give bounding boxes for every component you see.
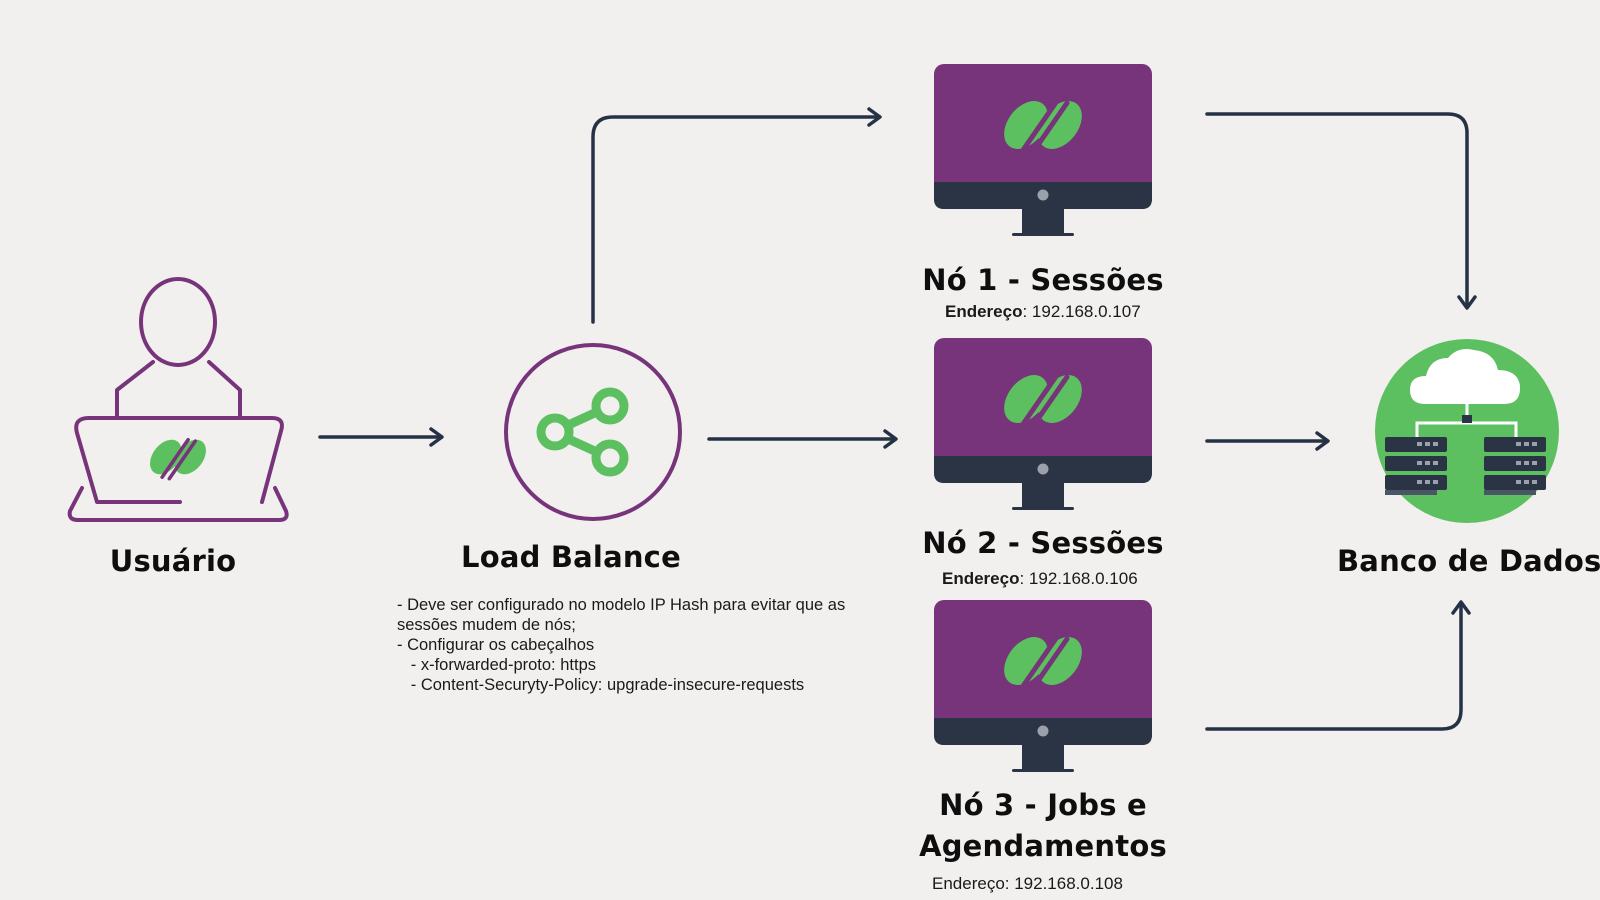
arrow-lb-to-node1 [591, 107, 882, 324]
arrow-user-to-lb [318, 427, 444, 447]
share-icon [504, 343, 682, 521]
load-balancer-notes: - Deve ser configurado no modelo IP Hash… [397, 595, 845, 695]
node1-address-value: : 192.168.0.107 [1022, 302, 1141, 321]
user-at-laptop-icon [67, 277, 289, 522]
node2-title: Nó 2 - Sessões [922, 526, 1164, 560]
node1-address: Endereço: 192.168.0.107 [945, 302, 1141, 322]
load-balancer-label: Load Balance [461, 540, 681, 574]
monitor-icon [934, 338, 1152, 510]
lb-note-line: - Configurar os cabeçalhos [397, 636, 595, 654]
node1-address-label: Endereço [945, 302, 1023, 321]
node2-address: Endereço: 192.168.0.106 [942, 569, 1138, 589]
monitor-icon [934, 600, 1152, 772]
arrow-node1-to-db [1205, 112, 1477, 310]
arrow-lb-to-node2 [707, 429, 898, 449]
database-label: Banco de Dados [1337, 544, 1600, 578]
monitor-icon [934, 64, 1152, 236]
lb-note-line: sessões mudem de nós; [397, 616, 576, 634]
node3-address: Endereço: 192.168.0.108 [932, 874, 1123, 893]
lb-note-line: - x-forwarded-proto: https [397, 656, 596, 674]
cloud-database-icon [1375, 339, 1559, 523]
node2-address-value: : 192.168.0.106 [1019, 569, 1138, 588]
lb-note-line: - Content-Securyty-Policy: upgrade-insec… [397, 676, 805, 694]
laptop-logo-icon [141, 431, 215, 483]
arrow-node2-to-db [1205, 431, 1330, 451]
lb-note-line: - Deve ser configurado no modelo IP Hash… [397, 596, 846, 614]
node3-title-line1: Nó 3 - Jobs e [939, 788, 1147, 822]
node3-title-line2: Agendamentos [919, 829, 1167, 863]
arrow-node3-to-db [1205, 600, 1471, 731]
node1-title: Nó 1 - Sessões [922, 263, 1164, 297]
user-label: Usuário [109, 544, 237, 578]
node2-address-label: Endereço [942, 569, 1020, 588]
